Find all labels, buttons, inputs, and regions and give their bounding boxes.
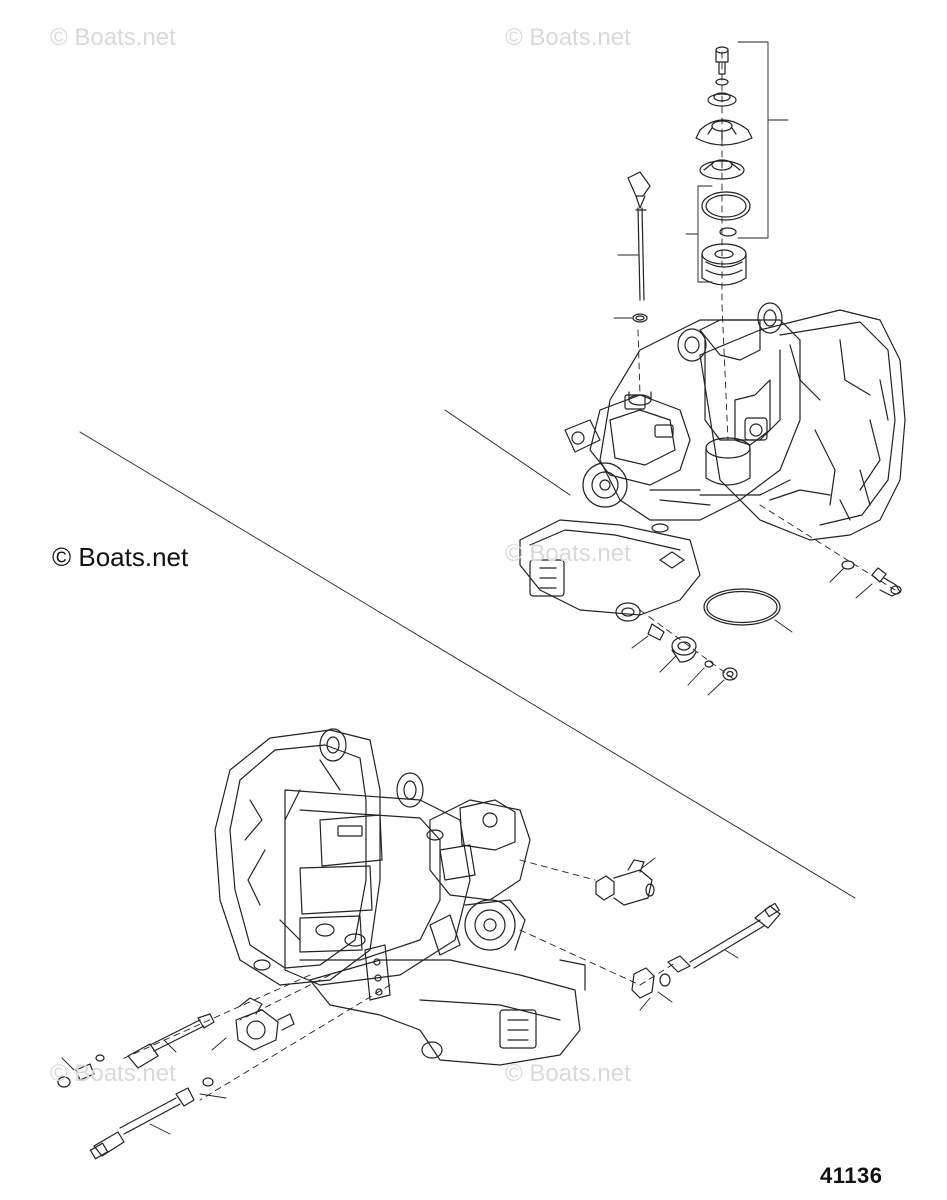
bracket-filter-kit: [738, 42, 788, 238]
watermark-bottom-left: © Boats.net: [50, 1060, 176, 1087]
upper-pressure-switch: [842, 561, 901, 596]
upper-output-parts: [648, 624, 737, 680]
watermark-main: © Boats.net: [52, 542, 189, 572]
lower-sensor-parts-left: [58, 998, 294, 1159]
reference-line-upper: [445, 410, 570, 495]
reference-line-long: [80, 432, 855, 898]
watermark-top-left: © Boats.net: [50, 24, 176, 51]
watermark-bottom-center: © Boats.net: [505, 1060, 631, 1087]
upper-transmission: [520, 303, 905, 621]
watermark-middle-center: © Boats.net: [505, 540, 631, 567]
watermark-top-center: © Boats.net: [505, 24, 631, 51]
upper-exploded-parts: [696, 47, 752, 285]
bracket-filter-seal: [686, 186, 712, 282]
lower-transmission: [215, 729, 585, 1065]
lower-solenoid-right: [596, 860, 654, 905]
figure-number: 41136: [820, 1163, 883, 1188]
dipstick: [628, 172, 650, 322]
lower-sensor-harness-right: [632, 903, 780, 998]
large-o-ring: [704, 589, 780, 625]
